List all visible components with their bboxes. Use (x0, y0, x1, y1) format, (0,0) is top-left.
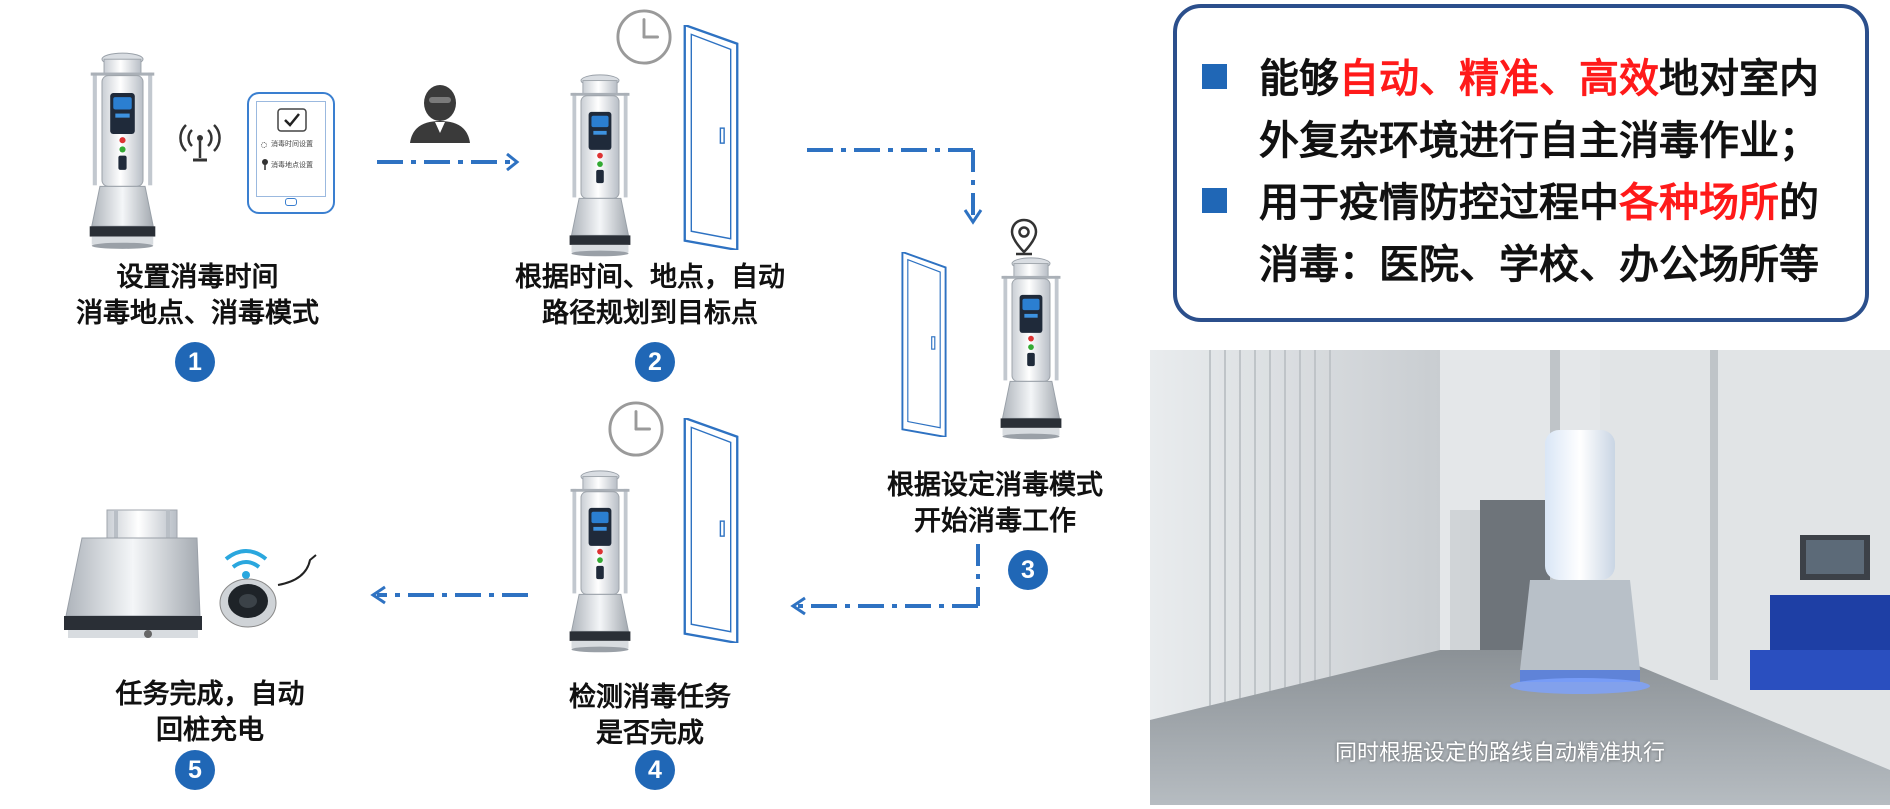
pin-icon (262, 159, 268, 170)
step2-caption-line2: 路径规划到目标点 (542, 298, 758, 329)
robot-illustration-step3 (990, 255, 1072, 445)
bullet-row-1: 能够自动、精准、高效地对室内 外复杂环境进行自主消毒作业； (1202, 48, 1819, 172)
bullet2-pre: 用于疫情防控过程中 (1259, 180, 1619, 226)
flow-arrow-2-to-3 (807, 148, 983, 225)
checkbox-icon (277, 108, 307, 132)
robot-docking-illustration (64, 509, 202, 638)
step1-caption-line2: 消毒地点、消毒模式 (76, 298, 319, 329)
step5-caption: 任务完成，自动 回桩充电 (95, 677, 325, 749)
charging-dock-icon (219, 549, 317, 628)
step3-caption-line2: 开始消毒工作 (914, 506, 1076, 537)
clock-icon-step4 (607, 400, 665, 458)
bullet-square-icon (1202, 64, 1227, 89)
bullet1-highlight-efficient: 高效 (1579, 56, 1659, 102)
bullet-row-2: 用于疫情防控过程中各种场所的 消毒：医院、学校、办公场所等 (1202, 172, 1819, 296)
clock-icon-step2 (615, 8, 673, 66)
door-illustration-step2 (680, 25, 742, 250)
bullet1-sep2: 、 (1539, 56, 1579, 102)
bullet1-post: 地对室内 (1659, 56, 1819, 102)
phone-illustration: 消毒时间设置 消毒地点设置 (247, 92, 335, 214)
flow-arrow-3-to-4 (790, 544, 980, 616)
step5-number-badge: 5 (175, 750, 215, 790)
door-illustration-step3 (898, 252, 950, 437)
robot-illustration-step4 (560, 468, 640, 658)
bullet2-post: 的 (1779, 180, 1819, 226)
step3-caption: 根据设定消毒模式 开始消毒工作 (865, 468, 1125, 540)
step1-caption: 设置消毒时间 消毒地点、消毒模式 (45, 260, 350, 332)
bullet-text-1: 能够自动、精准、高效地对室内 外复杂环境进行自主消毒作业； (1259, 48, 1819, 172)
bullet1-highlight-auto: 自动 (1339, 56, 1419, 102)
flow-arrow-4-to-5 (370, 585, 528, 605)
step2-caption: 根据时间、地点，自动 路径规划到目标点 (490, 260, 810, 332)
bullet1-pre: 能够 (1259, 56, 1339, 102)
step5-caption-line1: 任务完成，自动 (115, 679, 305, 710)
photo-caption: 同时根据设定的路线自动精准执行 (1335, 741, 1666, 766)
bullet2-highlight-places: 各种场所 (1619, 180, 1779, 226)
corridor-scene (1150, 350, 1890, 805)
step3-number-badge: 3 (1008, 550, 1048, 590)
robot-illustration-step2 (560, 72, 640, 262)
robot-illustration-step1 (80, 50, 165, 255)
bullet1-line2: 外复杂环境进行自主消毒作业； (1259, 118, 1819, 164)
step3-caption-line1: 根据设定消毒模式 (887, 470, 1103, 501)
feature-info-box: 能够自动、精准、高效地对室内 外复杂环境进行自主消毒作业； 用于疫情防控过程中各… (1173, 4, 1869, 322)
bullet-square-icon (1202, 188, 1227, 213)
corridor-photo: 同时根据设定的路线自动精准执行 (1150, 350, 1890, 805)
step4-caption-line2: 是否完成 (596, 718, 704, 749)
phone-item-location: 消毒地点设置 (271, 161, 313, 169)
operator-person-icon (410, 85, 470, 143)
bullet-text-2: 用于疫情防控过程中各种场所的 消毒：医院、学校、办公场所等 (1259, 172, 1819, 296)
step4-caption-line1: 检测消毒任务 (569, 682, 731, 713)
step5-caption-line2: 回桩充电 (156, 715, 264, 746)
step4-number-badge: 4 (635, 750, 675, 790)
step1-number-badge: 1 (175, 342, 215, 382)
bullet2-line2: 消毒：医院、学校、办公场所等 (1259, 242, 1819, 288)
step2-number-badge: 2 (635, 342, 675, 382)
bullet1-sep1: 、 (1419, 56, 1459, 102)
door-illustration-step4 (680, 418, 742, 643)
step2-caption-line1: 根据时间、地点，自动 (515, 262, 785, 293)
bullet1-highlight-precise: 精准 (1459, 56, 1539, 102)
antenna-signal-icon (179, 124, 221, 162)
step4-caption: 检测消毒任务 是否完成 (520, 680, 780, 752)
phone-item-time: 消毒时间设置 (271, 140, 313, 148)
step1-caption-line1: 设置消毒时间 (116, 262, 279, 293)
flow-arrow-1-to-2 (377, 152, 520, 172)
location-pin-icon (1010, 218, 1038, 256)
